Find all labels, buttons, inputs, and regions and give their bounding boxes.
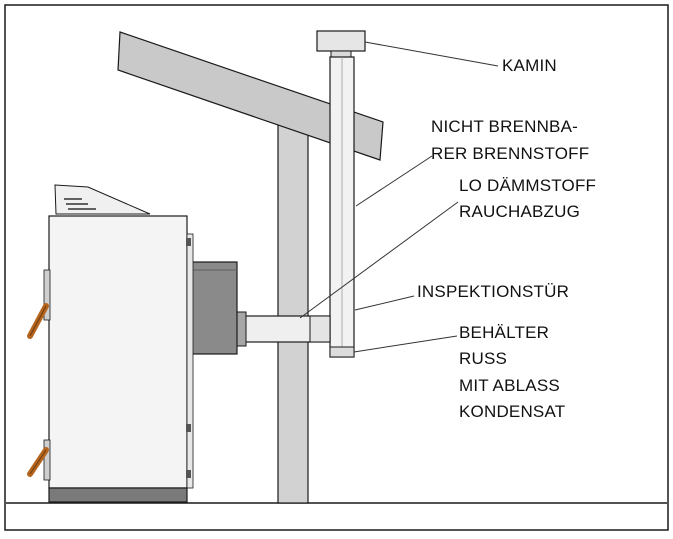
boiler-side-panel (186, 233, 194, 489)
label-rauchabzug: RAUCHABZUG (459, 202, 581, 221)
diagram-frame (4, 4, 669, 531)
label-kamin: KAMIN (502, 56, 557, 75)
burner-unit (188, 261, 238, 355)
label-russ: RUSS (459, 349, 508, 368)
lower-door-handle-edge (29, 449, 47, 475)
label-behaelter: BEHÄLTER (459, 323, 550, 342)
flue-pipe-tee (309, 315, 331, 343)
leader-nicht-brennbar (355, 155, 433, 207)
boiler-top-panel (54, 184, 151, 215)
support-post (277, 117, 309, 504)
label-nicht-brennbar-2: RER BRENNSTOFF (431, 144, 590, 163)
leader-kamin (364, 41, 499, 67)
label-mit-ablass: MIT ABLASS (459, 376, 560, 395)
label-kondensat: KONDENSAT (459, 402, 566, 421)
upper-door-handle-edge (29, 305, 47, 337)
chimney-cap (316, 30, 366, 52)
leader-behaelter (353, 335, 458, 353)
label-nicht-brennbar-1: NICHT BRENNBA- (431, 117, 579, 136)
side-knob (186, 470, 191, 478)
boiler-front-door-edge (43, 269, 51, 321)
leader-daemmstoff (299, 201, 459, 319)
condensate-container (329, 346, 355, 358)
label-daemmstoff: LO DÄMMSTOFF (459, 176, 597, 195)
roof-beam (117, 31, 384, 161)
label-inspektionstuer: INSPEKTIONSTÜR (417, 282, 570, 301)
leader-inspektionstuer (354, 295, 415, 311)
side-knob (186, 238, 191, 246)
chimney-cap-collar (330, 50, 352, 58)
boiler-body (48, 215, 188, 489)
boiler-lower-door-edge (43, 439, 51, 481)
boiler-base (48, 487, 188, 503)
side-knob (186, 424, 191, 432)
